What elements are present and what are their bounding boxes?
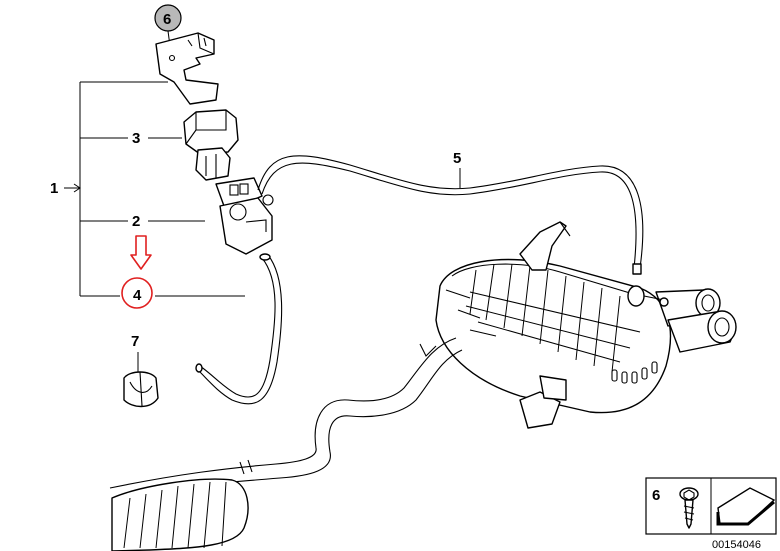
- down-arrow-icon: [130, 235, 152, 270]
- tailpipes: [655, 288, 737, 353]
- rear-silencer: [435, 221, 672, 429]
- callout-6-badge: 6: [154, 4, 182, 47]
- mounting-bracket: [155, 32, 219, 105]
- front-silencer: [111, 478, 249, 551]
- callout-3: 3: [132, 130, 140, 147]
- part-3-holder: [183, 109, 239, 181]
- callout-bracket: [64, 81, 245, 297]
- callout-4-highlight-circle: [121, 277, 153, 309]
- exhaust-pipe: [109, 337, 463, 497]
- hex-screw-icon: [679, 487, 699, 529]
- page-corner-icon: [716, 487, 776, 526]
- part-4-short-hose: [195, 253, 283, 405]
- callout-7: 7: [131, 333, 139, 350]
- part-5-vacuum-hose: [257, 155, 644, 275]
- flap-valve-actuator: [627, 285, 669, 307]
- document-number: 00154046: [712, 539, 761, 551]
- part-7-hose-clip: [123, 352, 159, 408]
- callout-5: 5: [453, 150, 461, 167]
- callout-1: 1: [50, 180, 58, 197]
- callout-2: 2: [132, 213, 140, 230]
- silencer-holes: [611, 361, 658, 384]
- callout-4: 4: [133, 287, 142, 304]
- legend-callout-6: 6: [652, 487, 660, 504]
- legend-box: 6: [645, 477, 777, 535]
- part-2-vacuum-valve: [215, 177, 274, 255]
- callout-6-top: 6: [163, 11, 171, 28]
